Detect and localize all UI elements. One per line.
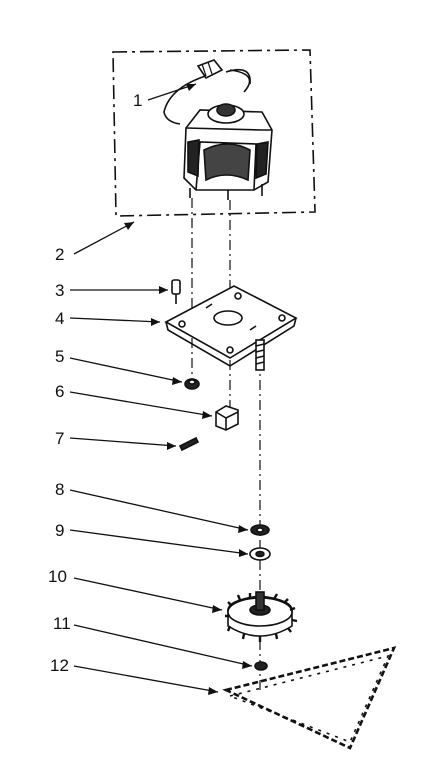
callout-7: 7 bbox=[55, 429, 65, 448]
leader-arrowheads bbox=[124, 84, 252, 695]
hex-nut bbox=[184, 378, 200, 390]
drive-sprocket bbox=[225, 591, 298, 642]
callout-2: 2 bbox=[55, 245, 65, 264]
callout-9: 9 bbox=[55, 521, 65, 540]
wire-connector bbox=[196, 59, 224, 80]
drive-chain bbox=[222, 646, 397, 750]
leader-lines bbox=[69, 83, 253, 693]
washer-upper bbox=[250, 524, 270, 536]
motor-body bbox=[163, 68, 273, 200]
callout-10: 10 bbox=[48, 567, 67, 586]
mounting-plate bbox=[164, 285, 298, 367]
callout-6: 6 bbox=[55, 382, 65, 401]
callout-1: 1 bbox=[133, 91, 143, 110]
callout-12: 12 bbox=[50, 656, 69, 675]
set-screw bbox=[178, 436, 200, 452]
callout-5: 5 bbox=[55, 347, 65, 366]
washer-lower bbox=[249, 547, 271, 561]
drive-shaft bbox=[255, 339, 265, 371]
spring-clip bbox=[171, 279, 181, 304]
callout-11: 11 bbox=[53, 614, 71, 633]
hub-coupler bbox=[215, 405, 239, 431]
callout-3: 3 bbox=[55, 281, 65, 300]
callout-4: 4 bbox=[55, 309, 65, 328]
motor-assembly-outline bbox=[112, 49, 316, 217]
e-clip bbox=[254, 661, 268, 671]
callout-8: 8 bbox=[55, 480, 65, 499]
